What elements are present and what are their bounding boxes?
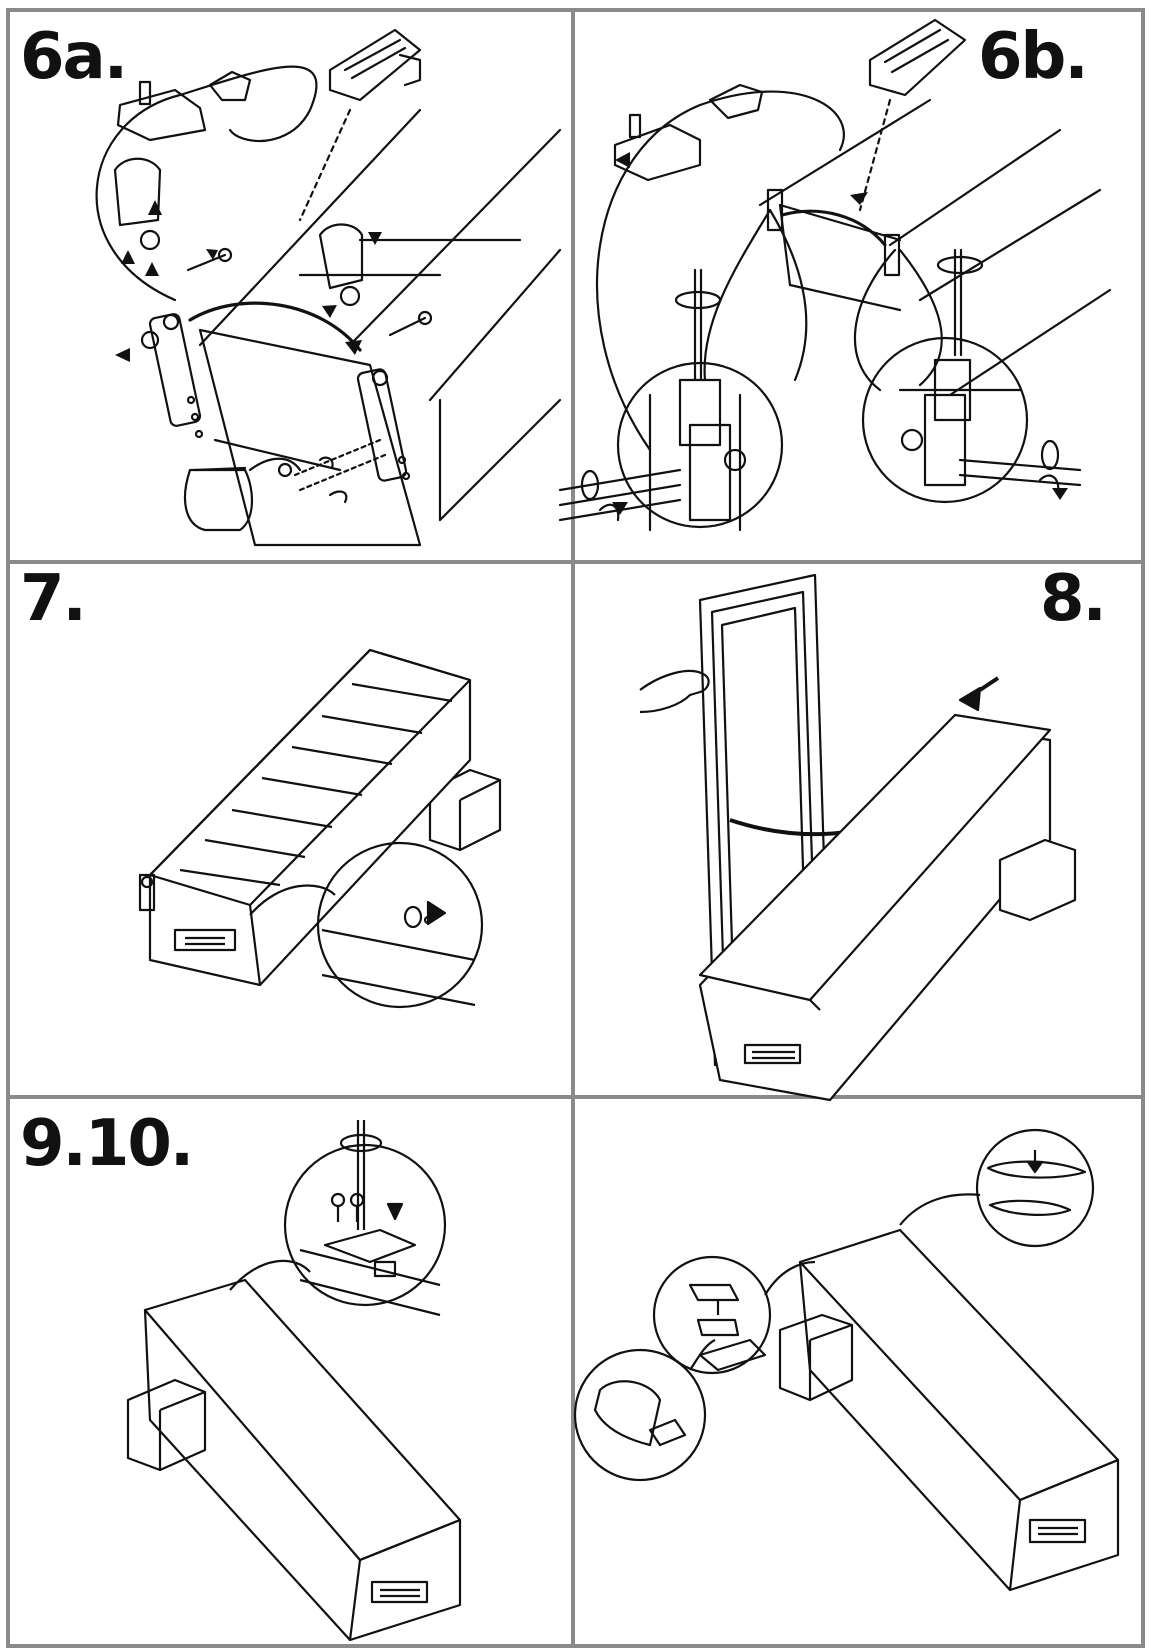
step-label-9-10: 9.10. bbox=[20, 1107, 192, 1181]
step-label-6a: 6a. bbox=[20, 20, 126, 94]
step-label-7: 7. bbox=[20, 562, 85, 636]
panel-6a-arrows bbox=[115, 200, 382, 362]
step-label-6b: 6b. bbox=[978, 20, 1087, 94]
panel-6b-arrows bbox=[612, 152, 1068, 515]
panel-6a-illustration bbox=[95, 28, 562, 547]
panel-grid bbox=[6, 8, 1145, 1648]
panel-8-illustration bbox=[639, 573, 1077, 1102]
panel-11-illustration bbox=[573, 1128, 1120, 1592]
panel-7-illustration bbox=[138, 648, 502, 1009]
step-label-8: 8. bbox=[1040, 562, 1105, 636]
panel-910-illustration bbox=[126, 1120, 462, 1642]
